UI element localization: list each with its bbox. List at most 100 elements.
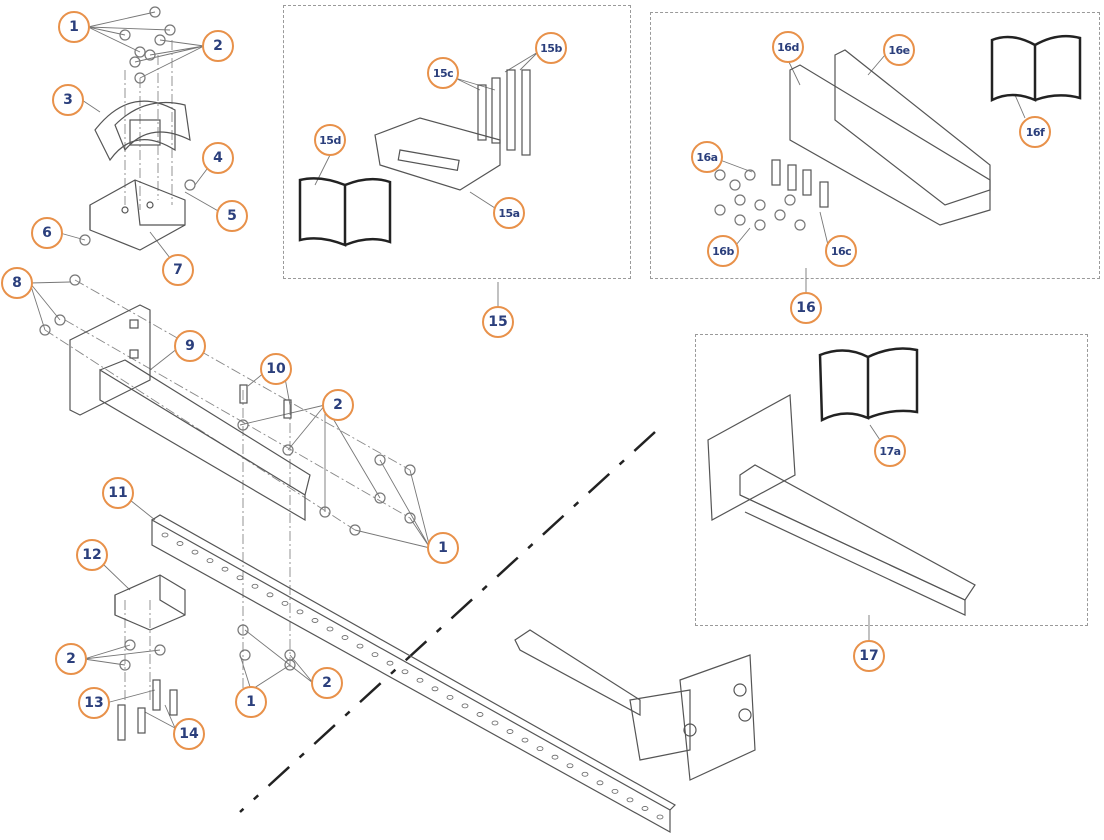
nut-icon xyxy=(237,624,249,636)
nut-icon xyxy=(119,29,131,41)
bar-hole xyxy=(386,660,394,666)
bar-hole xyxy=(206,558,214,564)
bar-hole xyxy=(656,814,664,820)
callout-1: 1 xyxy=(427,532,459,564)
bar-hole xyxy=(476,712,484,717)
bar-hole xyxy=(611,788,619,794)
callout-1: 1 xyxy=(58,11,90,43)
clamp-part-3 xyxy=(94,100,191,162)
callout-16f: 16f xyxy=(1019,116,1051,148)
callout-2: 2 xyxy=(311,667,343,699)
bar-hole xyxy=(536,746,544,752)
callout-13: 13 xyxy=(78,687,110,719)
callout-15a: 15a xyxy=(493,197,525,229)
manual-16f xyxy=(990,34,1082,103)
callout-3: 3 xyxy=(52,84,84,116)
bar-holes xyxy=(161,532,664,820)
bar-part-11 xyxy=(151,514,676,834)
bar-hole xyxy=(641,806,649,811)
bar-hole xyxy=(506,729,514,734)
nut-icon xyxy=(154,644,166,656)
nut-icon xyxy=(744,169,756,181)
bar-hole xyxy=(221,566,229,572)
callout-14: 14 xyxy=(173,718,205,750)
nut-icon xyxy=(784,194,796,206)
nut-icon xyxy=(774,209,786,221)
nut-icon xyxy=(154,34,166,46)
bolts xyxy=(117,384,292,741)
nut-icon xyxy=(79,234,91,246)
callout-9: 9 xyxy=(174,330,206,362)
bar-hole xyxy=(281,600,289,606)
bar-hole xyxy=(326,626,334,632)
nut-icon xyxy=(349,524,361,536)
bar-hole xyxy=(521,737,529,743)
kit-17-box xyxy=(695,334,1088,626)
bar-hole xyxy=(581,771,589,777)
assembled-mount xyxy=(514,629,756,781)
nut-icon xyxy=(714,204,726,216)
callout-12: 12 xyxy=(76,539,108,571)
bar-hole xyxy=(431,686,439,692)
nut-icon xyxy=(119,659,131,671)
bar-hole xyxy=(176,541,184,546)
kit-16-parts xyxy=(771,49,991,226)
nut-icon xyxy=(184,179,196,191)
nut-icon xyxy=(754,219,766,231)
callout-11: 11 xyxy=(102,477,134,509)
bar-hole xyxy=(401,669,409,675)
nut-icon xyxy=(149,6,161,18)
callout-16e: 16e xyxy=(883,34,915,66)
nut-icon xyxy=(734,194,746,206)
nuts-washers xyxy=(39,6,806,671)
nut-icon xyxy=(754,199,766,211)
nut-icon xyxy=(734,214,746,226)
bar-hole xyxy=(161,532,169,538)
callout-2: 2 xyxy=(322,389,354,421)
nut-icon xyxy=(374,454,386,466)
bar-hole xyxy=(236,575,244,581)
nut-icon xyxy=(374,492,386,504)
callout-4: 4 xyxy=(202,142,234,174)
callout-15: 15 xyxy=(482,306,514,338)
callout-16d: 16d xyxy=(772,31,804,63)
bar-hole xyxy=(266,592,274,598)
bracket-part-7 xyxy=(89,179,186,251)
nut-icon xyxy=(404,512,416,524)
bar-hole xyxy=(566,763,574,769)
callout-6: 6 xyxy=(31,217,63,249)
bar-hole xyxy=(251,583,259,589)
callout-10: 10 xyxy=(260,353,292,385)
bar-hole xyxy=(551,754,559,760)
bar-hole xyxy=(596,780,604,786)
bar-hole xyxy=(311,618,319,623)
kit-16-box xyxy=(650,12,1100,279)
nut-icon xyxy=(134,72,146,84)
kit-15-parts xyxy=(374,69,531,191)
bar-hole xyxy=(461,703,469,709)
callout-16c: 16c xyxy=(825,235,857,267)
kit-17-parts xyxy=(707,394,976,616)
nut-icon xyxy=(237,419,249,431)
bar-hole xyxy=(356,643,364,649)
callout-7: 7 xyxy=(162,254,194,286)
nut-icon xyxy=(284,659,296,671)
nut-icon xyxy=(54,314,66,326)
callout-5: 5 xyxy=(216,200,248,232)
nut-icon xyxy=(319,506,331,518)
callout-1: 1 xyxy=(235,686,267,718)
bar-hole xyxy=(491,720,499,726)
callout-15d: 15d xyxy=(314,124,346,156)
nut-icon xyxy=(282,444,294,456)
nut-icon xyxy=(729,179,741,191)
callout-2: 2 xyxy=(55,643,87,675)
manual-15d xyxy=(298,177,392,247)
callout-16b: 16b xyxy=(707,235,739,267)
nut-icon xyxy=(144,49,156,61)
callout-17a: 17a xyxy=(874,435,906,467)
nut-icon xyxy=(69,274,81,286)
callout-17: 17 xyxy=(853,640,885,672)
kit-15-box xyxy=(283,5,631,279)
